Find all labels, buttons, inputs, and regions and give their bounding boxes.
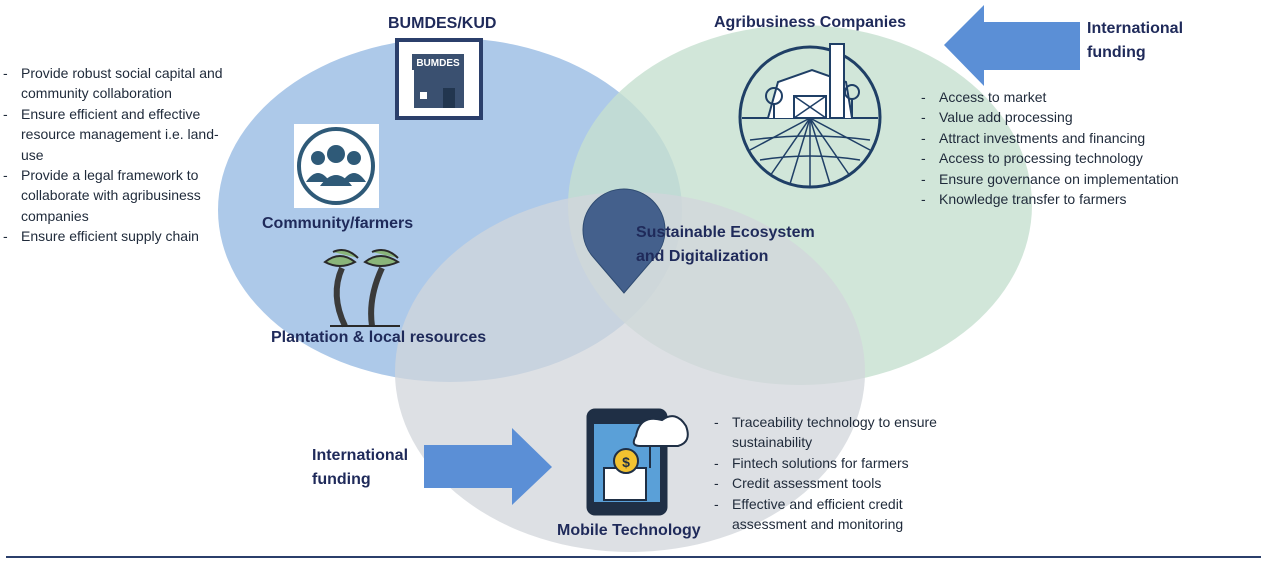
agribusiness-label: Agribusiness Companies [714,11,906,35]
right-bullet-item: Ensure governance on implementation [918,169,1238,189]
right-bullet-item: Access to processing technology [918,148,1238,168]
intl-funding-bottom: International funding [312,444,408,492]
arrow-icon [944,5,1080,86]
right-bullet-item: Knowledge transfer to farmers [918,189,1238,209]
mobile-label: Mobile Technology [557,519,701,543]
bumdes-label: BUMDES/KUD [388,12,496,36]
dollar-glyph: $ [622,454,630,470]
intl-funding-bottom-line1: International [312,444,408,468]
left-bullet-item: Ensure efficient and effective resource … [0,104,226,165]
community-label: Community/farmers [262,212,413,236]
bottom-bullet-item: Fintech solutions for farmers [711,453,973,473]
plantation-label: Plantation & local resources [271,326,486,350]
intl-funding-top-line1: International [1087,17,1183,41]
center-label-line1: Sustainable Ecosystem [636,221,815,245]
right-bullet-item: Value add processing [918,107,1238,127]
building-icon: BUMDES [397,40,481,118]
right-bullet-item: Access to market [918,87,1238,107]
bottom-bullet-list: Traceability technology to ensure sustai… [711,412,973,534]
left-bullet-list: Provide robust social capital and commun… [0,63,226,247]
left-bullet-item: Provide robust social capital and commun… [0,63,226,104]
people-group-icon [294,124,379,208]
right-bullet-list: Access to market Value add processing At… [918,87,1238,209]
intl-funding-top: International funding [1087,17,1183,65]
right-bullet-item: Attract investments and financing [918,128,1238,148]
bumdes-sign: BUMDES [416,58,460,69]
bottom-bullet-item: Credit assessment tools [711,473,973,493]
bottom-bullet-item: Effective and efficient credit assessmen… [711,494,973,535]
intl-funding-top-line2: funding [1087,41,1183,65]
center-label-line2: and Digitalization [636,245,815,269]
left-bullet-item: Provide a legal framework to collaborate… [0,165,226,226]
center-label: Sustainable Ecosystem and Digitalization [636,221,815,269]
left-bullet-item: Ensure efficient supply chain [0,226,226,246]
bottom-bullet-item: Traceability technology to ensure sustai… [711,412,973,453]
intl-funding-bottom-line2: funding [312,468,408,492]
